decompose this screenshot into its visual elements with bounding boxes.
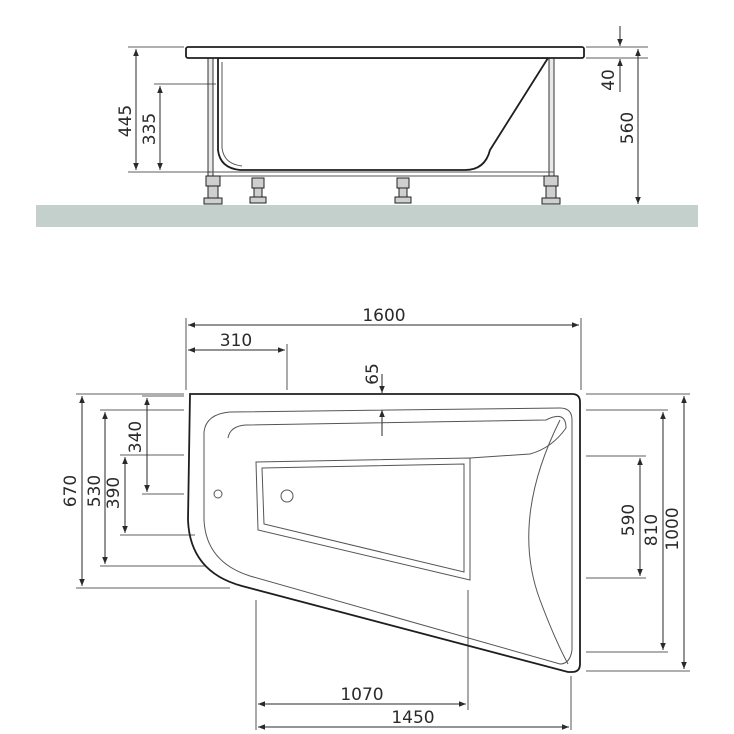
dim-340: 340 — [126, 421, 146, 453]
overflow-icon — [213, 489, 223, 499]
dim-1000: 1000 — [663, 507, 683, 550]
dim-560: 560 — [618, 112, 638, 144]
dim-310: 310 — [220, 331, 252, 351]
dim-335: 335 — [140, 113, 160, 145]
plan-view: 1600 310 65 670 530 340 390 1000 810 — [61, 306, 690, 730]
tub-plan-outline — [187, 393, 581, 673]
dim-445: 445 — [116, 105, 136, 137]
dim-530: 530 — [85, 475, 105, 507]
dim-40: 40 — [599, 69, 619, 91]
frame-legs — [203, 57, 561, 205]
drain-icon — [280, 489, 294, 503]
dim-590: 590 — [619, 504, 639, 536]
dim-1450: 1450 — [391, 708, 434, 728]
dim-1070: 1070 — [340, 685, 383, 705]
floor-band — [36, 205, 698, 227]
dim-65: 65 — [363, 363, 383, 385]
tub-rim — [185, 46, 585, 59]
dim-670: 670 — [61, 475, 81, 507]
tub-side-profile — [217, 57, 550, 171]
side-view: 445 335 40 560 — [36, 26, 698, 227]
dim-810: 810 — [642, 514, 662, 546]
dim-1600: 1600 — [362, 306, 405, 326]
dim-390: 390 — [104, 477, 124, 509]
